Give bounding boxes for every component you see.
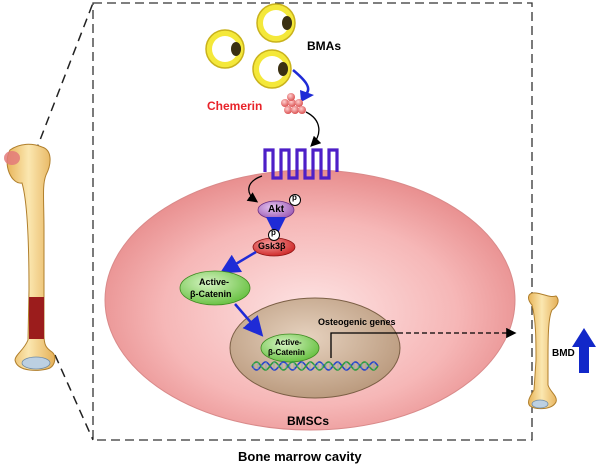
dna-helix-icon	[251, 361, 379, 371]
nuclear-catenin-label-line2: β-Catenin	[268, 348, 305, 357]
adipocyte-cluster	[205, 3, 296, 89]
active-catenin-node	[179, 270, 251, 306]
secretion-arrow	[292, 69, 310, 95]
bmas-label: BMAs	[307, 39, 342, 53]
akt-phospho-label: p	[292, 193, 297, 202]
chemerin-label: Chemerin	[207, 99, 263, 113]
femur-right-icon	[528, 292, 559, 410]
bmscs-label: BMSCs	[287, 414, 330, 428]
nuclear-catenin-node	[260, 333, 320, 363]
increase-arrow-icon	[572, 328, 596, 373]
chemerin-molecule-icon	[281, 93, 306, 114]
femur-left-icon	[4, 143, 56, 371]
active-catenin-label-line2: β-Catenin	[190, 289, 232, 299]
gsk3b-label: Gsk3β	[258, 241, 286, 251]
nuclear-catenin-label-line1: Active-	[275, 338, 302, 347]
caption: Bone marrow cavity	[238, 449, 362, 464]
chemerin-receptor-icon	[263, 148, 339, 180]
zoom-frame	[34, 2, 533, 441]
akt-label: Akt	[268, 204, 285, 215]
bmd-label: BMD	[552, 348, 575, 359]
binding-arrow	[305, 111, 322, 147]
osteogenic-genes-label: Osteogenic genes	[318, 317, 396, 327]
gsk3b-node	[252, 229, 296, 257]
akt-node	[257, 194, 301, 220]
transcription-bracket	[330, 332, 398, 358]
active-catenin-label-line1: Active-	[199, 277, 230, 287]
gsk3b-phospho-label: p	[271, 228, 276, 237]
